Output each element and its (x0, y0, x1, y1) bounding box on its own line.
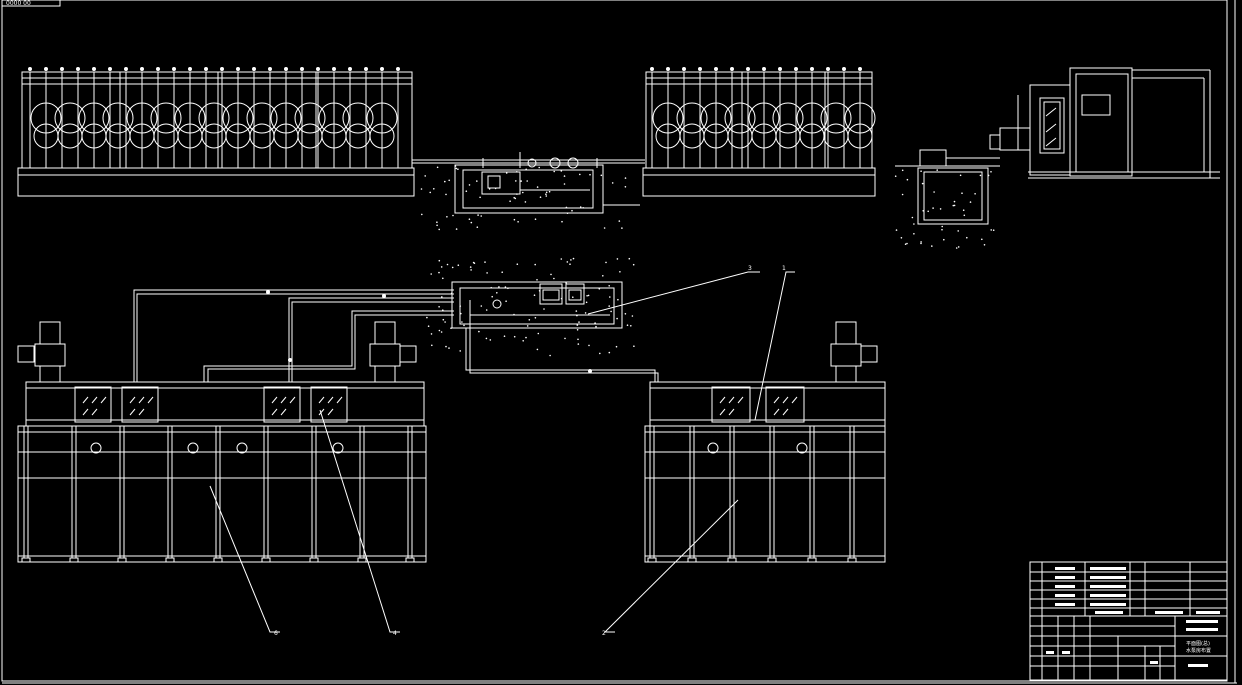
plan-view-right (644, 321, 886, 563)
plan-view-left (17, 321, 427, 563)
title-name-line1: 平面图(总) (1186, 640, 1210, 647)
callout-4: 4 (393, 630, 397, 637)
callout-2: 2 (602, 630, 606, 637)
title-block-fills (1046, 567, 1220, 667)
title-name-line2: 水泵房布置 (1186, 647, 1211, 654)
pump-pit-elevation (412, 152, 645, 214)
soil-hatching-right (894, 169, 995, 249)
pipe-fittings (266, 290, 592, 373)
callout-6: 6 (274, 630, 278, 637)
side-view (895, 67, 1220, 225)
soil-hatching-center (426, 257, 635, 357)
callout-1: 1 (782, 265, 786, 272)
elevation-view-left (17, 67, 415, 197)
callout-leaders (209, 271, 795, 633)
top-left-tag: 0000 00 (6, 0, 31, 7)
elevation-view-right (642, 67, 876, 197)
soil-hatching-top (420, 165, 627, 231)
title-block (1029, 561, 1228, 681)
pipe-routes (133, 289, 659, 382)
callout-3: 3 (748, 265, 752, 272)
pump-pit-plan (451, 281, 623, 329)
window-hatching (82, 107, 1057, 416)
